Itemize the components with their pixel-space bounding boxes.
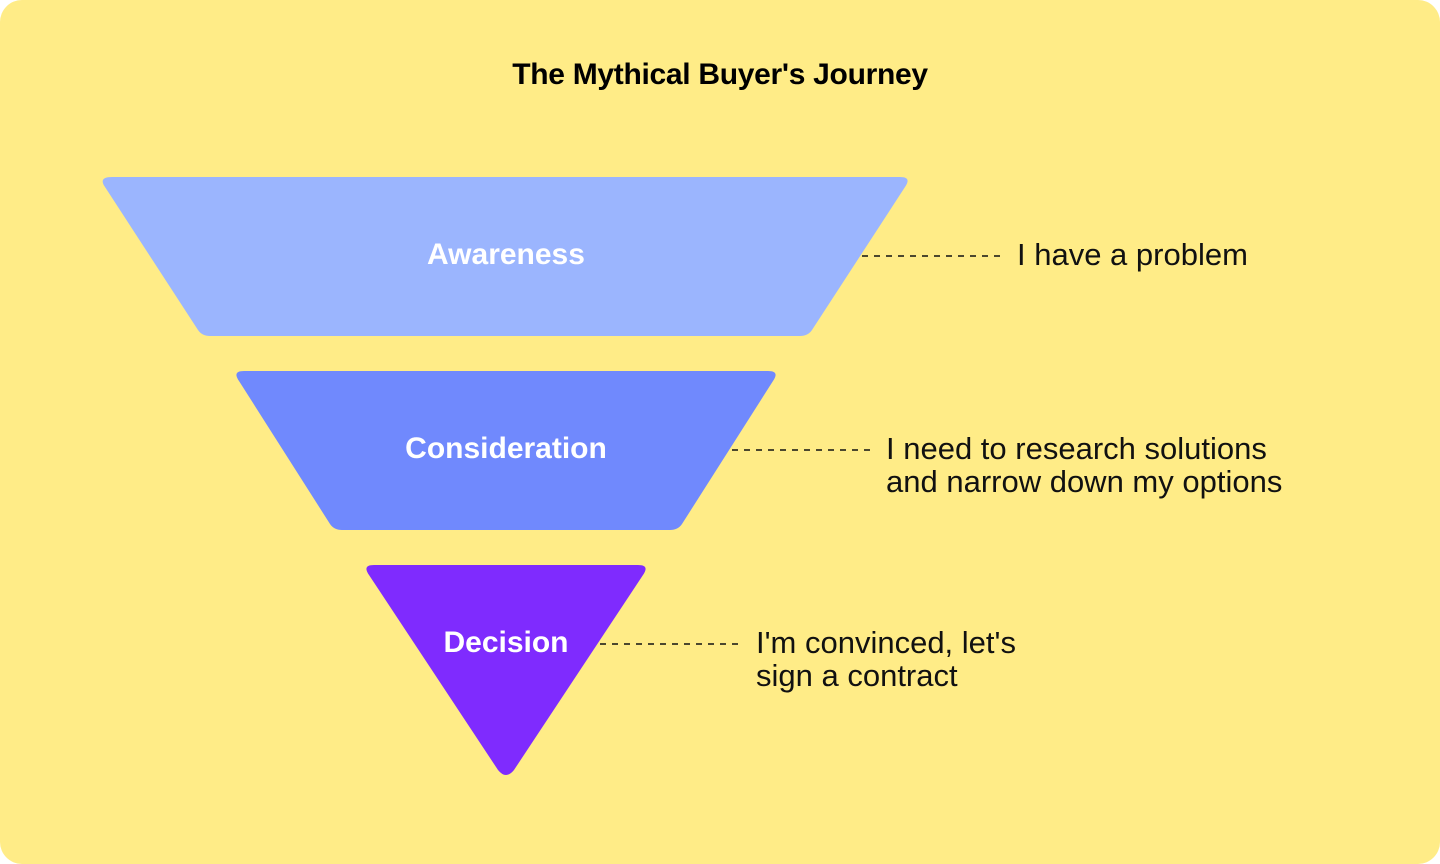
stage-label-decision: Decision [443,626,569,659]
funnel-stage-decision [366,565,646,775]
stage-label-consideration: Consideration [405,432,607,465]
stage-label-awareness: Awareness [427,238,585,271]
funnel-stage-consideration [236,371,776,530]
stage-description-awareness: I have a problem [1017,237,1248,272]
stage-description-consideration: I need to research solutions and narrow … [886,431,1283,499]
funnel-stage-awareness [102,177,908,336]
diagram-title: The Mythical Buyer's Journey [512,58,928,91]
stage-description-decision: I'm convinced, let's sign a contract [756,625,1016,693]
